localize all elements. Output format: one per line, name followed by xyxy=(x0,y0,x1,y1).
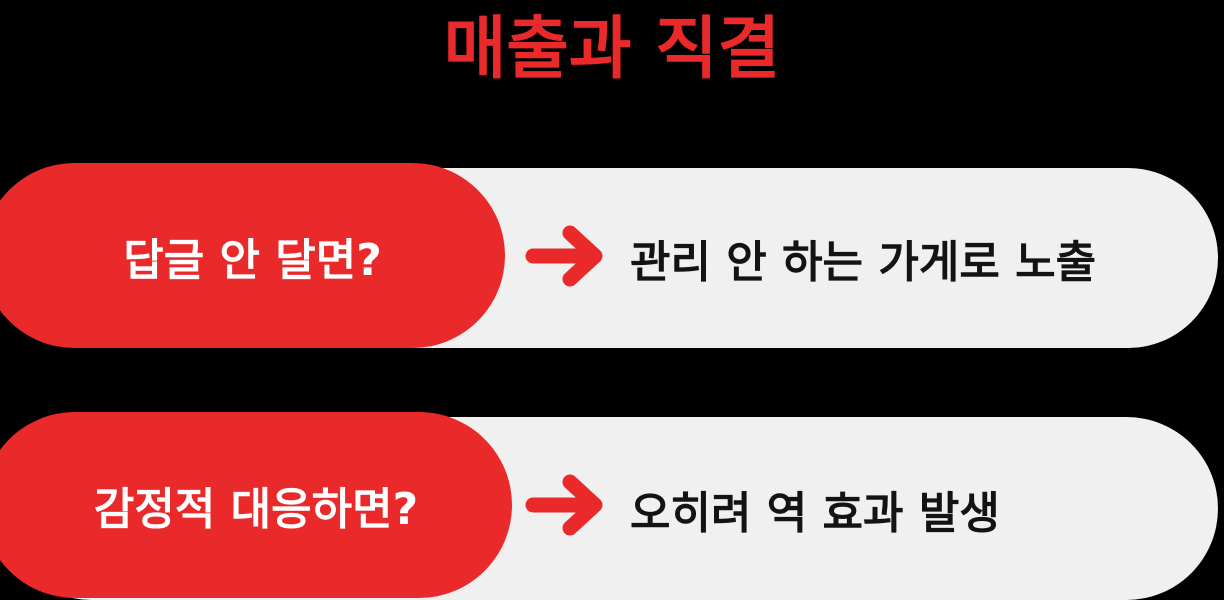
page-title: 매출과 직결 xyxy=(443,10,781,89)
condition-pill-1[interactable]: 답글 안 달면? xyxy=(0,163,505,348)
condition-pill-2[interactable]: 감정적 대응하면? xyxy=(0,412,512,598)
result-label-1: 관리 안 하는 가게로 노출 xyxy=(630,237,1097,288)
condition-label-1: 답글 안 달면? xyxy=(123,234,382,286)
arrow-right-icon xyxy=(524,225,610,287)
arrow-right-icon xyxy=(524,474,610,536)
result-label-2: 오히려 역 효과 발생 xyxy=(630,487,1000,539)
condition-label-2: 감정적 대응하면? xyxy=(93,484,419,535)
